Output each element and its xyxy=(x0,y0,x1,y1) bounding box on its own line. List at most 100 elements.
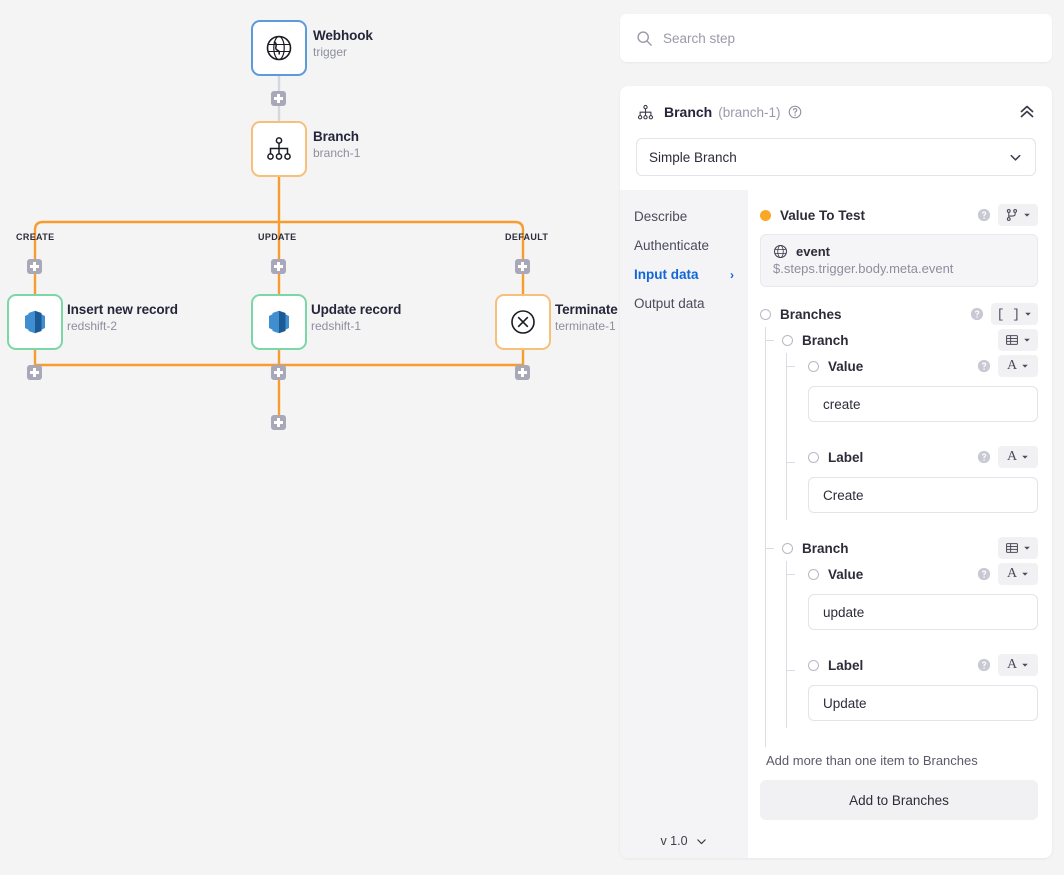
tree-guide xyxy=(786,561,788,728)
type-selector-table[interactable] xyxy=(998,537,1038,559)
branch-item-props: Value A xyxy=(782,353,1038,520)
type-selector-array[interactable]: [ ] xyxy=(990,303,1038,325)
node-title: Branch xyxy=(313,129,359,144)
nav-item-label: Authenticate xyxy=(634,238,710,253)
reference-path: $.steps.trigger.body.meta.event xyxy=(773,261,954,276)
node-terminate-label: Terminate terminate-1 xyxy=(555,301,618,334)
help-icon[interactable] xyxy=(788,105,802,119)
add-to-branches-button[interactable]: Add to Branches xyxy=(760,780,1038,820)
tree-guide xyxy=(765,548,774,550)
node-update-record-label: Update record redshift-1 xyxy=(311,301,401,334)
version-label: v 1.0 xyxy=(660,834,688,848)
help-icon[interactable] xyxy=(970,307,984,321)
node-title: Terminate xyxy=(555,302,618,317)
tree-guide xyxy=(765,513,767,747)
node-subtitle: terminate-1 xyxy=(555,319,616,333)
add-step-button[interactable] xyxy=(515,365,530,380)
help-icon[interactable] xyxy=(977,567,991,581)
edge-label-default: DEFAULT xyxy=(505,232,549,242)
node-branch[interactable] xyxy=(251,121,307,177)
search-icon xyxy=(637,30,652,46)
add-step-button[interactable] xyxy=(27,365,42,380)
optional-dot xyxy=(760,308,771,320)
globe-icon xyxy=(774,245,787,258)
redshift-icon xyxy=(269,310,289,334)
version-selector[interactable]: v 1.0 xyxy=(620,834,748,848)
node-subtitle: branch-1 xyxy=(313,146,361,160)
add-step-button[interactable] xyxy=(27,259,42,274)
type-selector-branch[interactable] xyxy=(998,204,1038,226)
help-icon[interactable] xyxy=(977,658,991,672)
caret-down-icon xyxy=(1022,663,1028,667)
branch-1-value-input[interactable]: create xyxy=(808,386,1038,422)
field-label: Branch xyxy=(802,332,849,348)
nav-item-describe[interactable]: Describe xyxy=(620,202,748,231)
node-subtitle: redshift-2 xyxy=(67,319,118,333)
tree-guide xyxy=(786,353,788,520)
caret-down-icon xyxy=(1024,338,1030,342)
node-update-record[interactable] xyxy=(251,294,307,350)
type-selector-text[interactable]: A xyxy=(998,446,1038,468)
help-icon[interactable] xyxy=(977,208,991,222)
nav-item-label: Input data xyxy=(634,267,699,282)
text-type-icon: A xyxy=(1006,449,1018,464)
node-terminate[interactable] xyxy=(495,294,551,350)
chevron-down-icon xyxy=(696,838,706,844)
panel-nav: Describe Authenticate Input data › Outpu… xyxy=(620,190,748,858)
search-input[interactable]: Search step xyxy=(663,30,736,46)
caret-down-icon xyxy=(1022,364,1028,368)
add-step-button[interactable] xyxy=(515,259,530,274)
prop-label-row: Label A xyxy=(808,444,1038,470)
help-icon[interactable] xyxy=(977,359,991,373)
table-type-icon xyxy=(1006,335,1018,345)
search-step-bar[interactable]: Search step xyxy=(620,14,1052,62)
type-selector-table[interactable] xyxy=(998,329,1038,351)
nav-item-label: Describe xyxy=(634,209,688,224)
type-selector-text[interactable]: A xyxy=(998,654,1038,676)
workflow-connectors xyxy=(33,76,525,423)
branch-1-label-input[interactable]: Create xyxy=(808,477,1038,513)
add-step-button[interactable] xyxy=(271,91,286,106)
caret-down-icon xyxy=(1024,213,1030,217)
node-webhook[interactable] xyxy=(251,20,307,76)
panel-step-id: (branch-1) xyxy=(718,104,781,120)
help-icon[interactable] xyxy=(977,450,991,464)
tree-guide xyxy=(765,340,774,342)
branch-2-value-input[interactable]: update xyxy=(808,594,1038,630)
node-title: Insert new record xyxy=(67,302,178,317)
branch-2-label-input[interactable]: Update xyxy=(808,685,1038,721)
caret-down-icon xyxy=(1022,455,1028,459)
type-selector-text[interactable]: A xyxy=(998,355,1038,377)
value-to-test-reference[interactable]: event $.steps.trigger.body.meta.event xyxy=(760,234,1038,287)
branch-item-row: Branch xyxy=(782,327,1038,353)
add-step-button[interactable] xyxy=(271,365,286,380)
optional-dot xyxy=(808,568,819,580)
field-label: Label xyxy=(828,657,864,673)
field-branches: Branches [ ] xyxy=(760,301,1038,327)
field-label: Value xyxy=(828,566,864,582)
add-step-button[interactable] xyxy=(271,415,286,430)
workflow-canvas[interactable]: Webhook trigger Branch branch-1 CREATE U… xyxy=(0,0,620,875)
tree-guide xyxy=(786,462,795,464)
reference-name: event xyxy=(796,244,830,259)
branch-type-select[interactable]: Simple Branch xyxy=(636,138,1036,176)
required-dot xyxy=(760,209,771,221)
type-selector-text[interactable]: A xyxy=(998,563,1038,585)
branch-item-row: Branch xyxy=(782,535,1038,561)
optional-dot xyxy=(782,334,793,346)
nav-item-authenticate[interactable]: Authenticate xyxy=(620,231,748,260)
node-subtitle: trigger xyxy=(313,45,348,59)
nav-item-input-data[interactable]: Input data › xyxy=(620,260,748,289)
add-step-button[interactable] xyxy=(271,259,286,274)
branches-item-1: Branch xyxy=(760,327,1038,539)
chevron-up-double-icon[interactable] xyxy=(1018,103,1036,121)
node-insert-new-record[interactable] xyxy=(7,294,63,350)
branch-type-value: Simple Branch xyxy=(649,149,737,165)
edge-label-create: CREATE xyxy=(16,232,55,242)
step-config-panel: Branch (branch-1) Simple Branch xyxy=(620,86,1052,858)
node-title: Webhook xyxy=(313,28,373,43)
nav-item-output-data[interactable]: Output data xyxy=(620,289,748,318)
chevron-down-icon xyxy=(1010,154,1021,161)
caret-down-icon xyxy=(1022,572,1028,576)
